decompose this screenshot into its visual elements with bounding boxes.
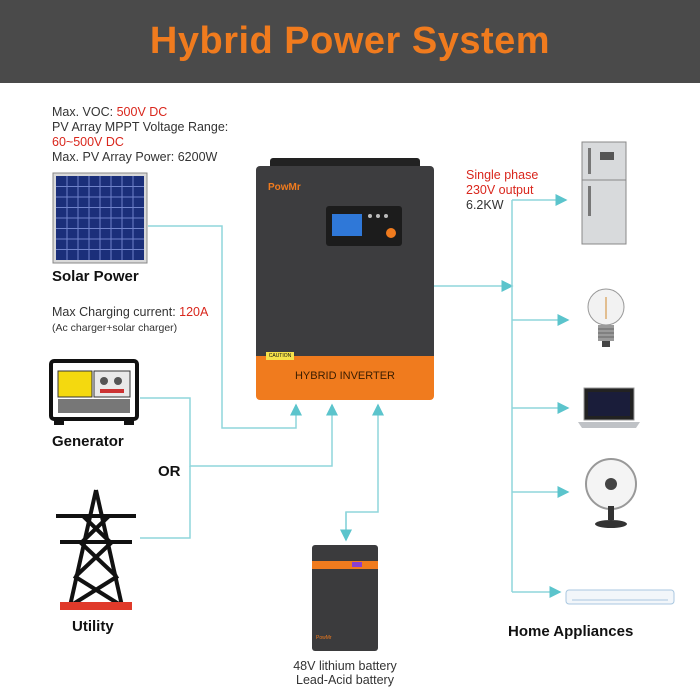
charging-line: Max Charging current: 120A bbox=[52, 305, 209, 319]
charging-value: 120A bbox=[179, 305, 209, 319]
inverter-orange-band: CAUTION HYBRID INVERTER bbox=[256, 352, 434, 400]
header-banner: Hybrid Power System bbox=[0, 0, 700, 83]
pv-voc-line: Max. VOC: 500V DC bbox=[52, 105, 168, 119]
solar-label: Solar Power bbox=[52, 268, 139, 285]
inverter-power-button bbox=[386, 228, 396, 238]
fan-icon bbox=[585, 458, 637, 528]
caution-sticker: CAUTION bbox=[266, 352, 294, 360]
inverter-band-label: HYBRID INVERTER bbox=[294, 370, 396, 382]
light-bulb-icon bbox=[587, 288, 625, 347]
utility-line bbox=[140, 466, 191, 539]
output-power: 6.2KW bbox=[466, 198, 504, 212]
inverter-brand: PowMr bbox=[268, 182, 301, 193]
laptop-icon bbox=[578, 387, 640, 428]
output-phase: Single phase bbox=[466, 168, 539, 182]
battery-brand: PowMr bbox=[316, 635, 332, 641]
battery-type-1: 48V lithium battery bbox=[293, 659, 397, 673]
pv-voc-value: 500V DC bbox=[116, 105, 168, 119]
output-voltage: 230V output bbox=[466, 183, 534, 197]
charging-note: (Ac charger+solar charger) bbox=[52, 322, 178, 334]
refrigerator-icon bbox=[581, 141, 627, 245]
appliances-label: Home Appliances bbox=[508, 623, 634, 640]
utility-label: Utility bbox=[72, 618, 114, 635]
battery-unit: PowMr bbox=[312, 545, 378, 651]
inverter-control-panel bbox=[326, 206, 402, 246]
solar-line bbox=[148, 225, 302, 429]
generator-icon bbox=[49, 359, 139, 425]
generator-label: Generator bbox=[52, 433, 124, 450]
solar-panel-icon bbox=[52, 172, 148, 264]
battery-type-2: Lead-Acid battery bbox=[296, 673, 394, 687]
pv-power: Max. PV Array Power: 6200W bbox=[52, 150, 218, 164]
generator-line bbox=[140, 397, 338, 467]
utility-tower-icon bbox=[56, 489, 136, 610]
air-conditioner-icon bbox=[565, 589, 675, 605]
inverter-lcd bbox=[332, 214, 362, 236]
battery-line bbox=[345, 403, 384, 540]
pv-mppt-label: PV Array MPPT Voltage Range: bbox=[52, 120, 229, 134]
pv-mppt-value: 60~500V DC bbox=[52, 135, 124, 149]
hybrid-inverter: PowMr CAUTION HYBRID INVERTER bbox=[256, 158, 434, 400]
page-title: Hybrid Power System bbox=[149, 20, 551, 62]
or-label: OR bbox=[158, 463, 181, 480]
